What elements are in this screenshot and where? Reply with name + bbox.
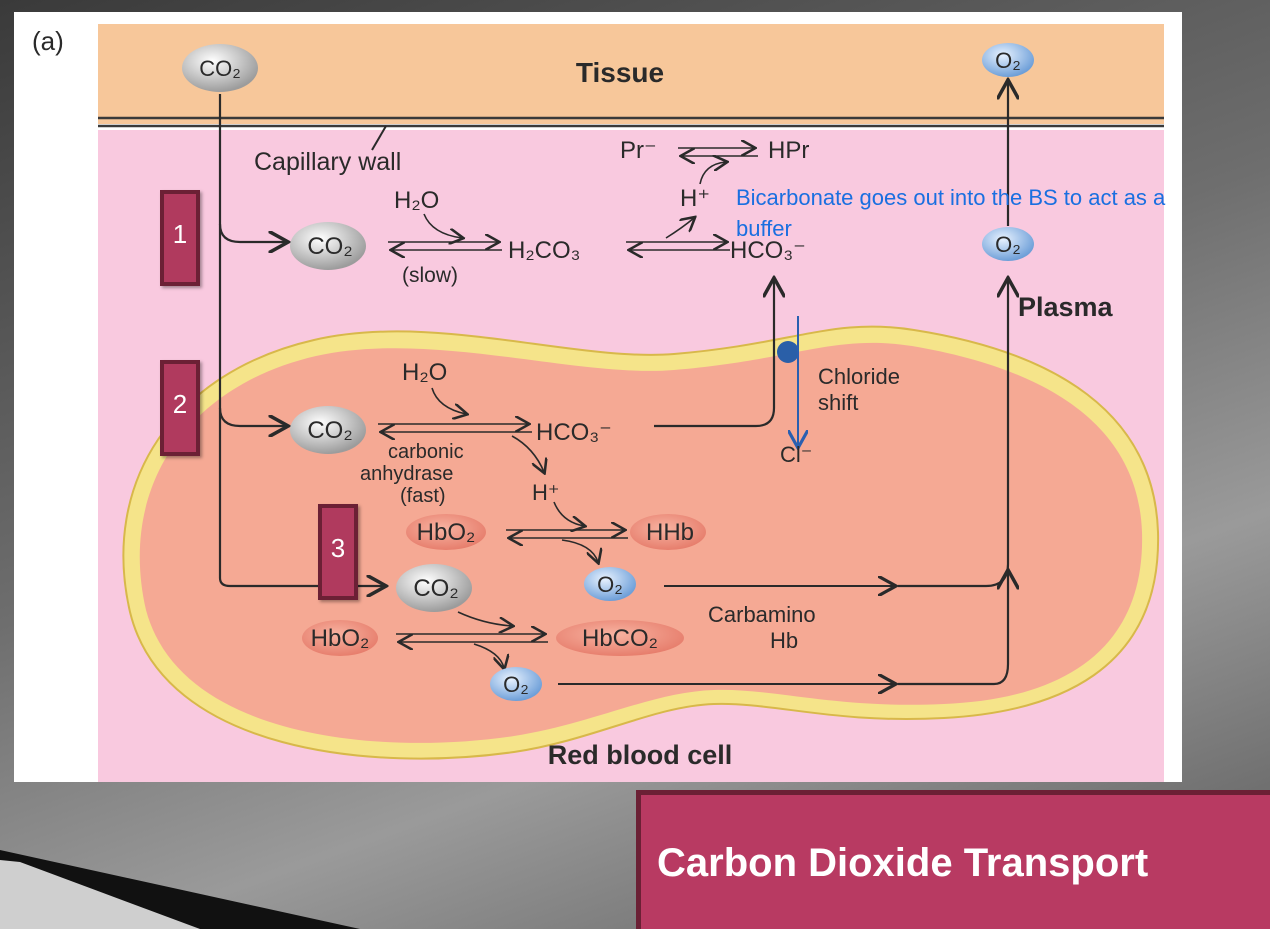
rbc-hplus-arrow: [511, 435, 544, 472]
plasma-label: Plasma: [1018, 292, 1114, 322]
rbc-label: Red blood cell: [548, 740, 733, 770]
chloride-shift-line2: shift: [818, 390, 858, 415]
hbo2-top-ball: [406, 514, 486, 550]
hbo2-bottom-ball: [302, 620, 378, 656]
bicarbonate-annotation: Bicarbonate goes out into the BS to act …: [736, 185, 1166, 241]
hhb-ball: [630, 514, 706, 550]
corner-stripe-light: [0, 860, 200, 929]
tissue-co2-ball: [182, 44, 258, 92]
hbco2-ball: [556, 620, 684, 656]
step-marker-2-label: 2: [172, 389, 188, 419]
rbc-o2-mid-ball: [584, 567, 636, 601]
plasma-bicarbonate-label: HCO₃⁻: [730, 237, 806, 264]
plasma-water-arrow: [423, 213, 462, 238]
step-marker-1: 1: [160, 190, 200, 286]
title-box: Carbon Dioxide Transport: [636, 790, 1270, 929]
step-marker-3: 3: [318, 504, 358, 600]
hbco2-label: HbCO₂: [582, 625, 658, 652]
tissue-label: Tissue: [576, 57, 664, 88]
step-marker-2: 2: [160, 360, 200, 456]
plasma-co2-label: CO₂: [307, 233, 352, 260]
chloride-ion-label: Cl⁻: [780, 442, 812, 467]
tissue-o2-label: O₂: [995, 48, 1021, 73]
step-marker-3-label: 3: [330, 533, 346, 563]
h2co3-to-hplus-arrow: [665, 218, 694, 239]
plasma-o2-ball: [982, 227, 1034, 261]
chloride-shift-line1: Chloride: [818, 364, 900, 389]
carbonic-acid-label: H₂CO₃: [508, 237, 580, 264]
capillary-wall-pointer: [371, 125, 387, 151]
hpr-label: HPr: [768, 137, 809, 164]
rbc-o2-bottom-label: O₂: [503, 672, 529, 697]
co2-branch-plasma: [218, 223, 286, 242]
rbc-o2-bottom-ball: [490, 667, 542, 701]
plasma-hplus-label: H⁺: [680, 185, 710, 212]
co2-branch-rbc: [218, 407, 286, 426]
tissue-o2-ball: [982, 43, 1034, 77]
fast-label: (fast): [400, 485, 446, 507]
rbc-co2-lower-label: CO₂: [413, 575, 458, 602]
carbonic-label: carbonic: [388, 441, 464, 463]
plasma-water-label: H₂O: [394, 187, 439, 214]
panel-label: (a): [32, 26, 64, 56]
o2-lower-merge-path: [898, 572, 1008, 686]
o2-release-arrow-bottom: [473, 643, 504, 668]
anhydrase-label: anhydrase: [360, 463, 453, 485]
hbo2-top-label: HbO₂: [417, 519, 476, 546]
rbc-o2-mid-label: O₂: [597, 572, 623, 597]
hplus-to-hhb-arrow: [553, 501, 584, 526]
hplus-to-hpr-arrow: [699, 162, 726, 185]
step-marker-1-label: 1: [172, 219, 188, 249]
hhb-label: HHb: [646, 519, 694, 546]
capillary-wall-label: Capillary wall: [254, 148, 401, 176]
co2-trunk-to-rbc-carbamino: [218, 94, 384, 586]
rbc-bicarbonate-label: HCO₃⁻: [536, 419, 612, 446]
bicarbonate-out-path: [654, 280, 774, 428]
co2-to-hbco2-arrow: [457, 611, 512, 626]
tissue-co2-label: CO₂: [199, 56, 241, 81]
pr-minus-label: Pr⁻: [620, 137, 657, 164]
rbc-co2-label: CO₂: [307, 417, 352, 444]
chloride-transporter: [777, 341, 799, 363]
carbamino-line2: Hb: [770, 628, 798, 653]
slide-title: Carbon Dioxide Transport: [657, 841, 1149, 885]
carbamino-line1: Carbamino: [708, 602, 816, 627]
slow-label: (slow): [402, 264, 458, 287]
rbc-hplus-label: H⁺: [532, 480, 560, 505]
rbc-co2-lower-ball: [396, 564, 472, 612]
rbc-co2-ball: [290, 406, 366, 454]
hbo2-bottom-label: HbO₂: [311, 625, 370, 652]
co2-transport-diagram: (a) CO₂ O₂ Tissue Capillary wall Pr⁻ HPr…: [14, 12, 1182, 782]
tissue-region: [98, 24, 1164, 124]
plasma-o2-label: O₂: [995, 232, 1021, 257]
plasma-co2-ball: [290, 222, 366, 270]
o2-release-arrow-top: [561, 539, 598, 562]
rbc-water-label: H₂O: [402, 359, 447, 386]
rbc-water-arrow: [431, 387, 466, 414]
